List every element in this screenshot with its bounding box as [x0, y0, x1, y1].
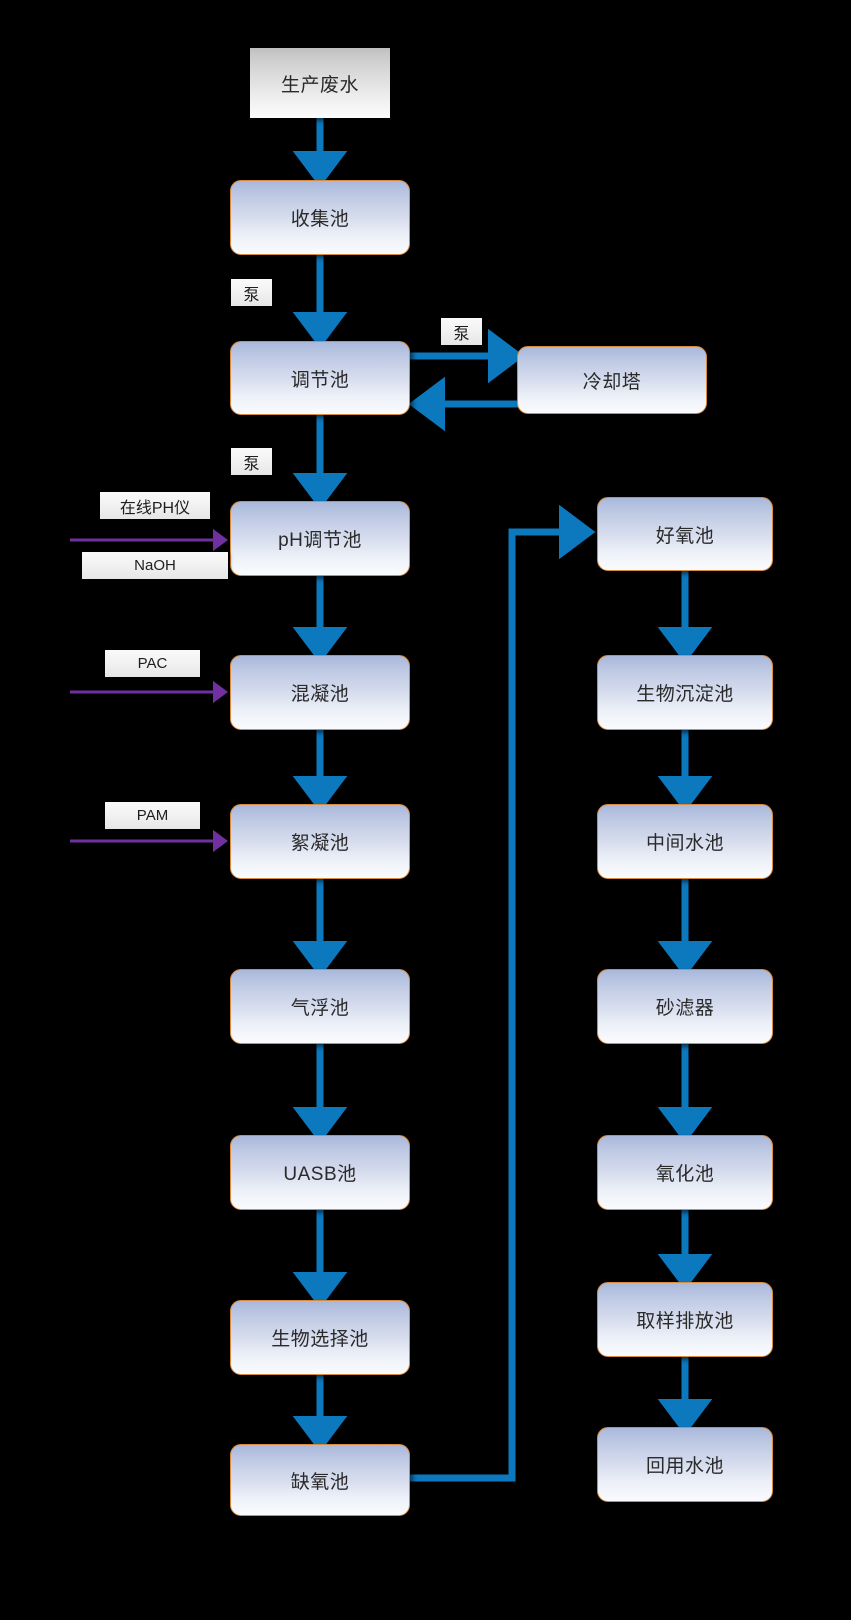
- node-biological-selector-tank[interactable]: 生物选择池: [230, 1300, 410, 1375]
- tag-naoh-dosing: NaOH: [82, 552, 228, 579]
- node-equalization-tank[interactable]: 调节池: [230, 341, 410, 415]
- node-production-wastewater[interactable]: 生产废水: [250, 48, 390, 118]
- node-biological-sedimentation-tank[interactable]: 生物沉淀池: [597, 655, 773, 730]
- node-sampling-discharge-tank[interactable]: 取样排放池: [597, 1282, 773, 1357]
- node-cooling-tower[interactable]: 冷却塔: [517, 346, 707, 414]
- node-oxidation-tank[interactable]: 氧化池: [597, 1135, 773, 1210]
- tag-online-ph-meter: 在线PH仪: [100, 492, 210, 519]
- node-aerobic-tank[interactable]: 好氧池: [597, 497, 773, 571]
- tag-pump-cooling: 泵: [441, 318, 482, 345]
- tag-pump-ph: 泵: [231, 448, 272, 475]
- node-ph-adjust-tank[interactable]: pH调节池: [230, 501, 410, 576]
- node-coagulation-tank[interactable]: 混凝池: [230, 655, 410, 730]
- node-dissolved-air-flotation-tank[interactable]: 气浮池: [230, 969, 410, 1044]
- tag-pump-collection: 泵: [231, 279, 272, 306]
- node-sand-filter[interactable]: 砂滤器: [597, 969, 773, 1044]
- node-reuse-water-tank[interactable]: 回用水池: [597, 1427, 773, 1502]
- tag-pac-dosing: PAC: [105, 650, 200, 677]
- node-anoxic-tank[interactable]: 缺氧池: [230, 1444, 410, 1516]
- edge-anoxic-to-aerobic: [410, 504, 596, 1482]
- tag-pam-dosing: PAM: [105, 802, 200, 829]
- node-intermediate-tank[interactable]: 中间水池: [597, 804, 773, 879]
- node-flocculation-tank[interactable]: 絮凝池: [230, 804, 410, 879]
- node-collection-tank[interactable]: 收集池: [230, 180, 410, 255]
- node-uasb-tank[interactable]: UASB池: [230, 1135, 410, 1210]
